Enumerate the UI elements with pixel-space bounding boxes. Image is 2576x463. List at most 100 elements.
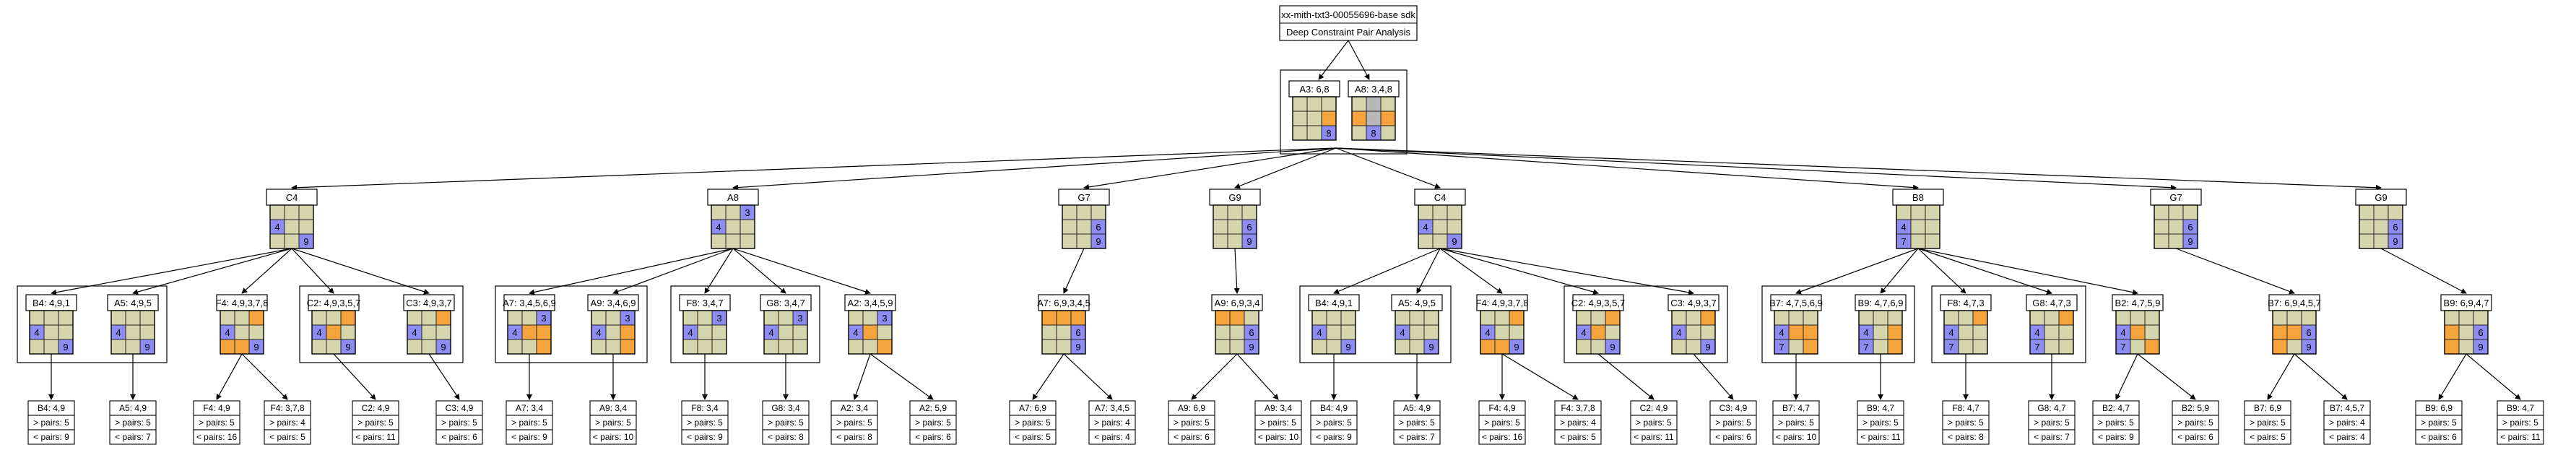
grid-digit: 9 [1249, 342, 1254, 352]
node-label: B7: 4,7,5,6,9 [1769, 298, 1823, 308]
leaf-lesser-pairs: < pairs: 10 [1776, 432, 1817, 442]
grid-cell [1213, 233, 1228, 249]
leaf-lesser-pairs: < pairs: 6 [2177, 432, 2213, 442]
grid-cell [2168, 233, 2184, 249]
leaf-greater-pairs: > pairs: 5 [33, 417, 69, 428]
leaf-row-box [352, 429, 399, 445]
leaf-label: A7: 3,4,5 [1095, 403, 1129, 413]
grid-cell [2444, 324, 2460, 340]
leaf-greater-pairs: > pairs: 5 [1174, 417, 1210, 428]
grid-cell [269, 233, 285, 249]
group-box [1761, 285, 1915, 363]
tree-edge [853, 353, 871, 400]
node-label: A7: 6,9,3,4,5 [1037, 298, 1090, 308]
grid-cell [248, 324, 264, 340]
grid-outline [1311, 310, 1356, 355]
leaf-node: B9: 4,7> pairs: 5< pairs: 11 [1857, 400, 1904, 445]
grid-cell [1509, 324, 1525, 340]
leaf-greater-pairs: > pairs: 4 [1560, 417, 1596, 428]
level2-node: A5: 4,9,549 [107, 294, 159, 355]
tree-edge [1233, 248, 1240, 294]
grid-cell [1326, 324, 1342, 340]
leaf-label: F4: 4,9 [1488, 403, 1516, 413]
grid-cell [682, 339, 698, 355]
grid-cell [110, 310, 126, 326]
grid-cell [1340, 310, 1356, 326]
node-label: C2: 4,9,3,5,7 [1571, 298, 1625, 308]
grid-cell [2130, 324, 2146, 340]
grid-outline [220, 310, 264, 355]
leaf-node: C2: 4,9> pairs: 5< pairs: 11 [352, 400, 399, 445]
tree-edge [1335, 147, 2382, 191]
leaf-node: F8: 4,7> pairs: 5< pairs: 8 [1942, 400, 1990, 445]
leaf-greater-pairs: > pairs: 5 [595, 417, 631, 428]
root-pair-node: A3: 6,88 [1288, 80, 1340, 141]
grid-cell [2286, 339, 2302, 355]
tree-edge [1795, 248, 1919, 295]
leaf-row-box [27, 429, 75, 445]
grid-cell [605, 324, 621, 340]
grid-cell [2144, 339, 2160, 355]
grid-cell [1395, 339, 1410, 355]
tree-edge [1335, 147, 1919, 191]
grid-digit: 6 [1246, 222, 1252, 233]
grid-cell [605, 310, 621, 326]
grid-outline [1292, 96, 1337, 141]
leaf-label: B2: 5,9 [2182, 403, 2209, 413]
grid-cell [1494, 324, 1510, 340]
leaf-row-box [2172, 429, 2219, 445]
node-label: A5: 4,9,5 [1398, 298, 1436, 308]
leaf-greater-pairs: > pairs: 5 [2250, 417, 2286, 428]
leaf-lesser-pairs: < pairs: 6 [1715, 432, 1751, 442]
grid-cell [620, 339, 636, 355]
grid-cell [2458, 310, 2474, 326]
grid-cell [110, 339, 126, 355]
leaf-lesser-pairs: < pairs: 4 [1094, 432, 1130, 442]
level2-node: A5: 4,9,549 [1391, 294, 1443, 355]
node-label: G8: 4,7,3 [2032, 298, 2070, 308]
leaf-row-box [109, 429, 157, 445]
grid-cell [2044, 310, 2060, 326]
leaf-node: B7: 6,9> pairs: 5< pairs: 5 [2244, 400, 2291, 445]
grid-outline [1395, 310, 1439, 355]
leaf-row-box [2497, 429, 2544, 445]
leaf-row-box [1942, 429, 1990, 445]
leaf-lesser-pairs: < pairs: 5 [269, 432, 305, 442]
grid-cell [58, 310, 74, 326]
grid-digit: 4 [512, 327, 517, 338]
grid-cell [326, 310, 342, 326]
leaf-lesser-pairs: < pairs: 8 [1948, 432, 1984, 442]
grid-digit: 7 [1779, 342, 1784, 352]
grid-cell [234, 310, 250, 326]
tree-edge [704, 248, 734, 294]
leaf-node: B7: 4,7> pairs: 5< pairs: 10 [1772, 400, 1820, 445]
grid-cell [421, 339, 437, 355]
grid-cell [1227, 233, 1243, 249]
grid-digit: 6 [2478, 327, 2483, 338]
grid-outline [591, 310, 636, 355]
grid-cell [1321, 96, 1337, 112]
grid-cell [1925, 233, 1940, 249]
grid-digit: 6 [2306, 327, 2311, 338]
grid-cell [1076, 219, 1092, 235]
grid-cell [1447, 204, 1462, 220]
tree-edge [2438, 353, 2467, 400]
grid-outline [1480, 310, 1525, 355]
tree-edge [1439, 248, 1503, 294]
grid-cell [2458, 339, 2474, 355]
tree-edge [1032, 353, 1064, 400]
tree-edge [1597, 353, 1655, 400]
grid-cell [1311, 310, 1327, 326]
grid-cell [1576, 310, 1592, 326]
grid-digit: 9 [1096, 236, 1101, 247]
grid-cell [1509, 310, 1525, 326]
grid-cell [2373, 219, 2389, 235]
grid-cell [1873, 339, 1888, 355]
tree-edge [241, 353, 288, 400]
grid-cell [1351, 111, 1367, 126]
leaf-node: A7: 3,4> pairs: 5< pairs: 9 [506, 400, 553, 445]
leaf-label: B9: 4,7 [2507, 403, 2534, 413]
leaf-label: A5: 4,9 [1403, 403, 1431, 413]
group-box [1299, 285, 1452, 363]
tree-edge [1439, 248, 1694, 295]
